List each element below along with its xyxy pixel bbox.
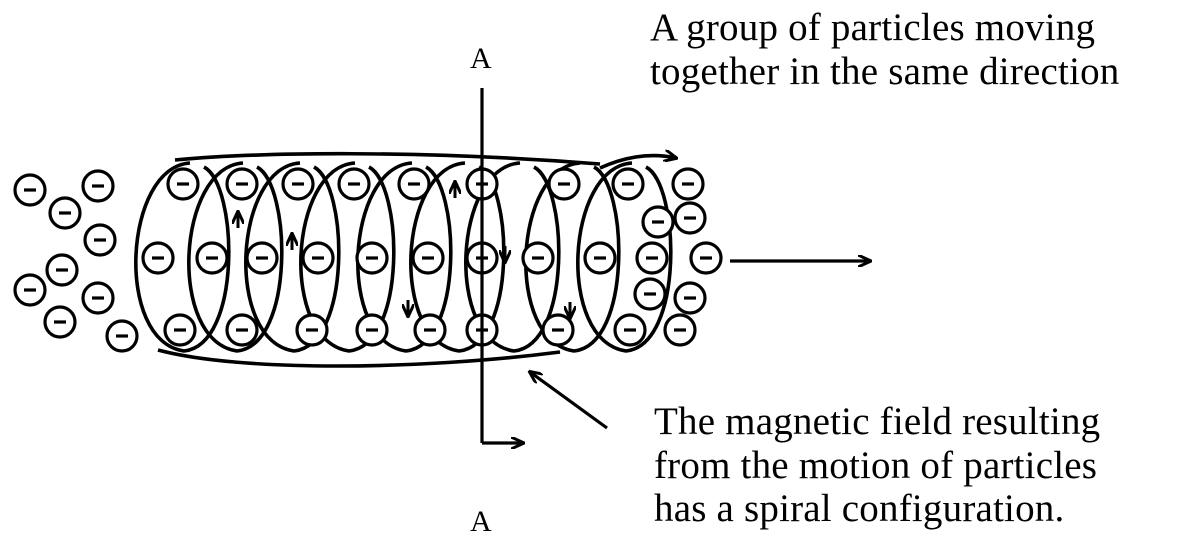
negative-particle-icon <box>143 243 173 273</box>
caption-line: from the motion of particles <box>654 444 1100 488</box>
axis-label-bottom: A <box>470 505 492 539</box>
negative-particle-icon <box>297 315 327 345</box>
negative-particle-icon <box>675 203 705 233</box>
negative-particle-icon <box>197 243 227 273</box>
negative-particle-icon <box>165 315 195 345</box>
negative-particle-icon <box>107 321 137 351</box>
field-pointer-arrow <box>530 372 607 428</box>
negative-particle-icon <box>615 315 645 345</box>
negative-particle-icon <box>357 315 387 345</box>
negative-particle-icon <box>168 169 198 199</box>
negative-particle-icon <box>50 198 80 228</box>
negative-particle-icon <box>83 171 113 201</box>
negative-particle-icon <box>227 169 257 199</box>
negative-particle-icon <box>673 169 703 199</box>
particle-group-caption: A group of particles moving together in … <box>650 6 1120 93</box>
caption-line: The magnetic field resulting <box>654 400 1100 444</box>
negative-particle-icon <box>85 225 115 255</box>
negative-particle-icon <box>83 283 113 313</box>
negative-particle-icon <box>415 315 445 345</box>
caption-line: together in the same direction <box>650 50 1120 94</box>
caption-line: A group of particles moving <box>650 6 1120 50</box>
caption-line: has a spiral configuration. <box>654 487 1100 531</box>
negative-particle-icon <box>635 279 665 309</box>
negative-particle-icon <box>227 315 257 345</box>
negative-particle-icon <box>15 175 45 205</box>
negative-particle-icon <box>15 275 45 305</box>
field-loop <box>158 350 560 366</box>
spiral-exit-arrow <box>600 156 676 168</box>
negative-particle-icon <box>637 243 667 273</box>
negative-particle-icon <box>247 243 277 273</box>
negative-particle-icon <box>399 169 429 199</box>
negative-particle-icon <box>585 243 615 273</box>
negative-particle-icon <box>339 169 369 199</box>
negative-particle-icon <box>413 243 443 273</box>
negative-particle-icon <box>543 315 573 345</box>
negative-particle-icon <box>691 243 721 273</box>
magnetic-field-caption: The magnetic field resulting from the mo… <box>654 400 1100 531</box>
axis-label-top: A <box>470 42 492 76</box>
negative-particle-icon <box>643 207 673 237</box>
negative-particle-icon <box>303 243 333 273</box>
negative-particle-icon <box>45 307 75 337</box>
negative-particle-icon <box>47 255 77 285</box>
particle-group <box>15 169 721 351</box>
negative-particle-icon <box>665 315 695 345</box>
negative-particle-icon <box>357 243 387 273</box>
negative-particle-icon <box>549 169 579 199</box>
negative-particle-icon <box>613 169 643 199</box>
negative-particle-icon <box>675 283 705 313</box>
negative-particle-icon <box>283 169 313 199</box>
negative-particle-icon <box>523 243 553 273</box>
